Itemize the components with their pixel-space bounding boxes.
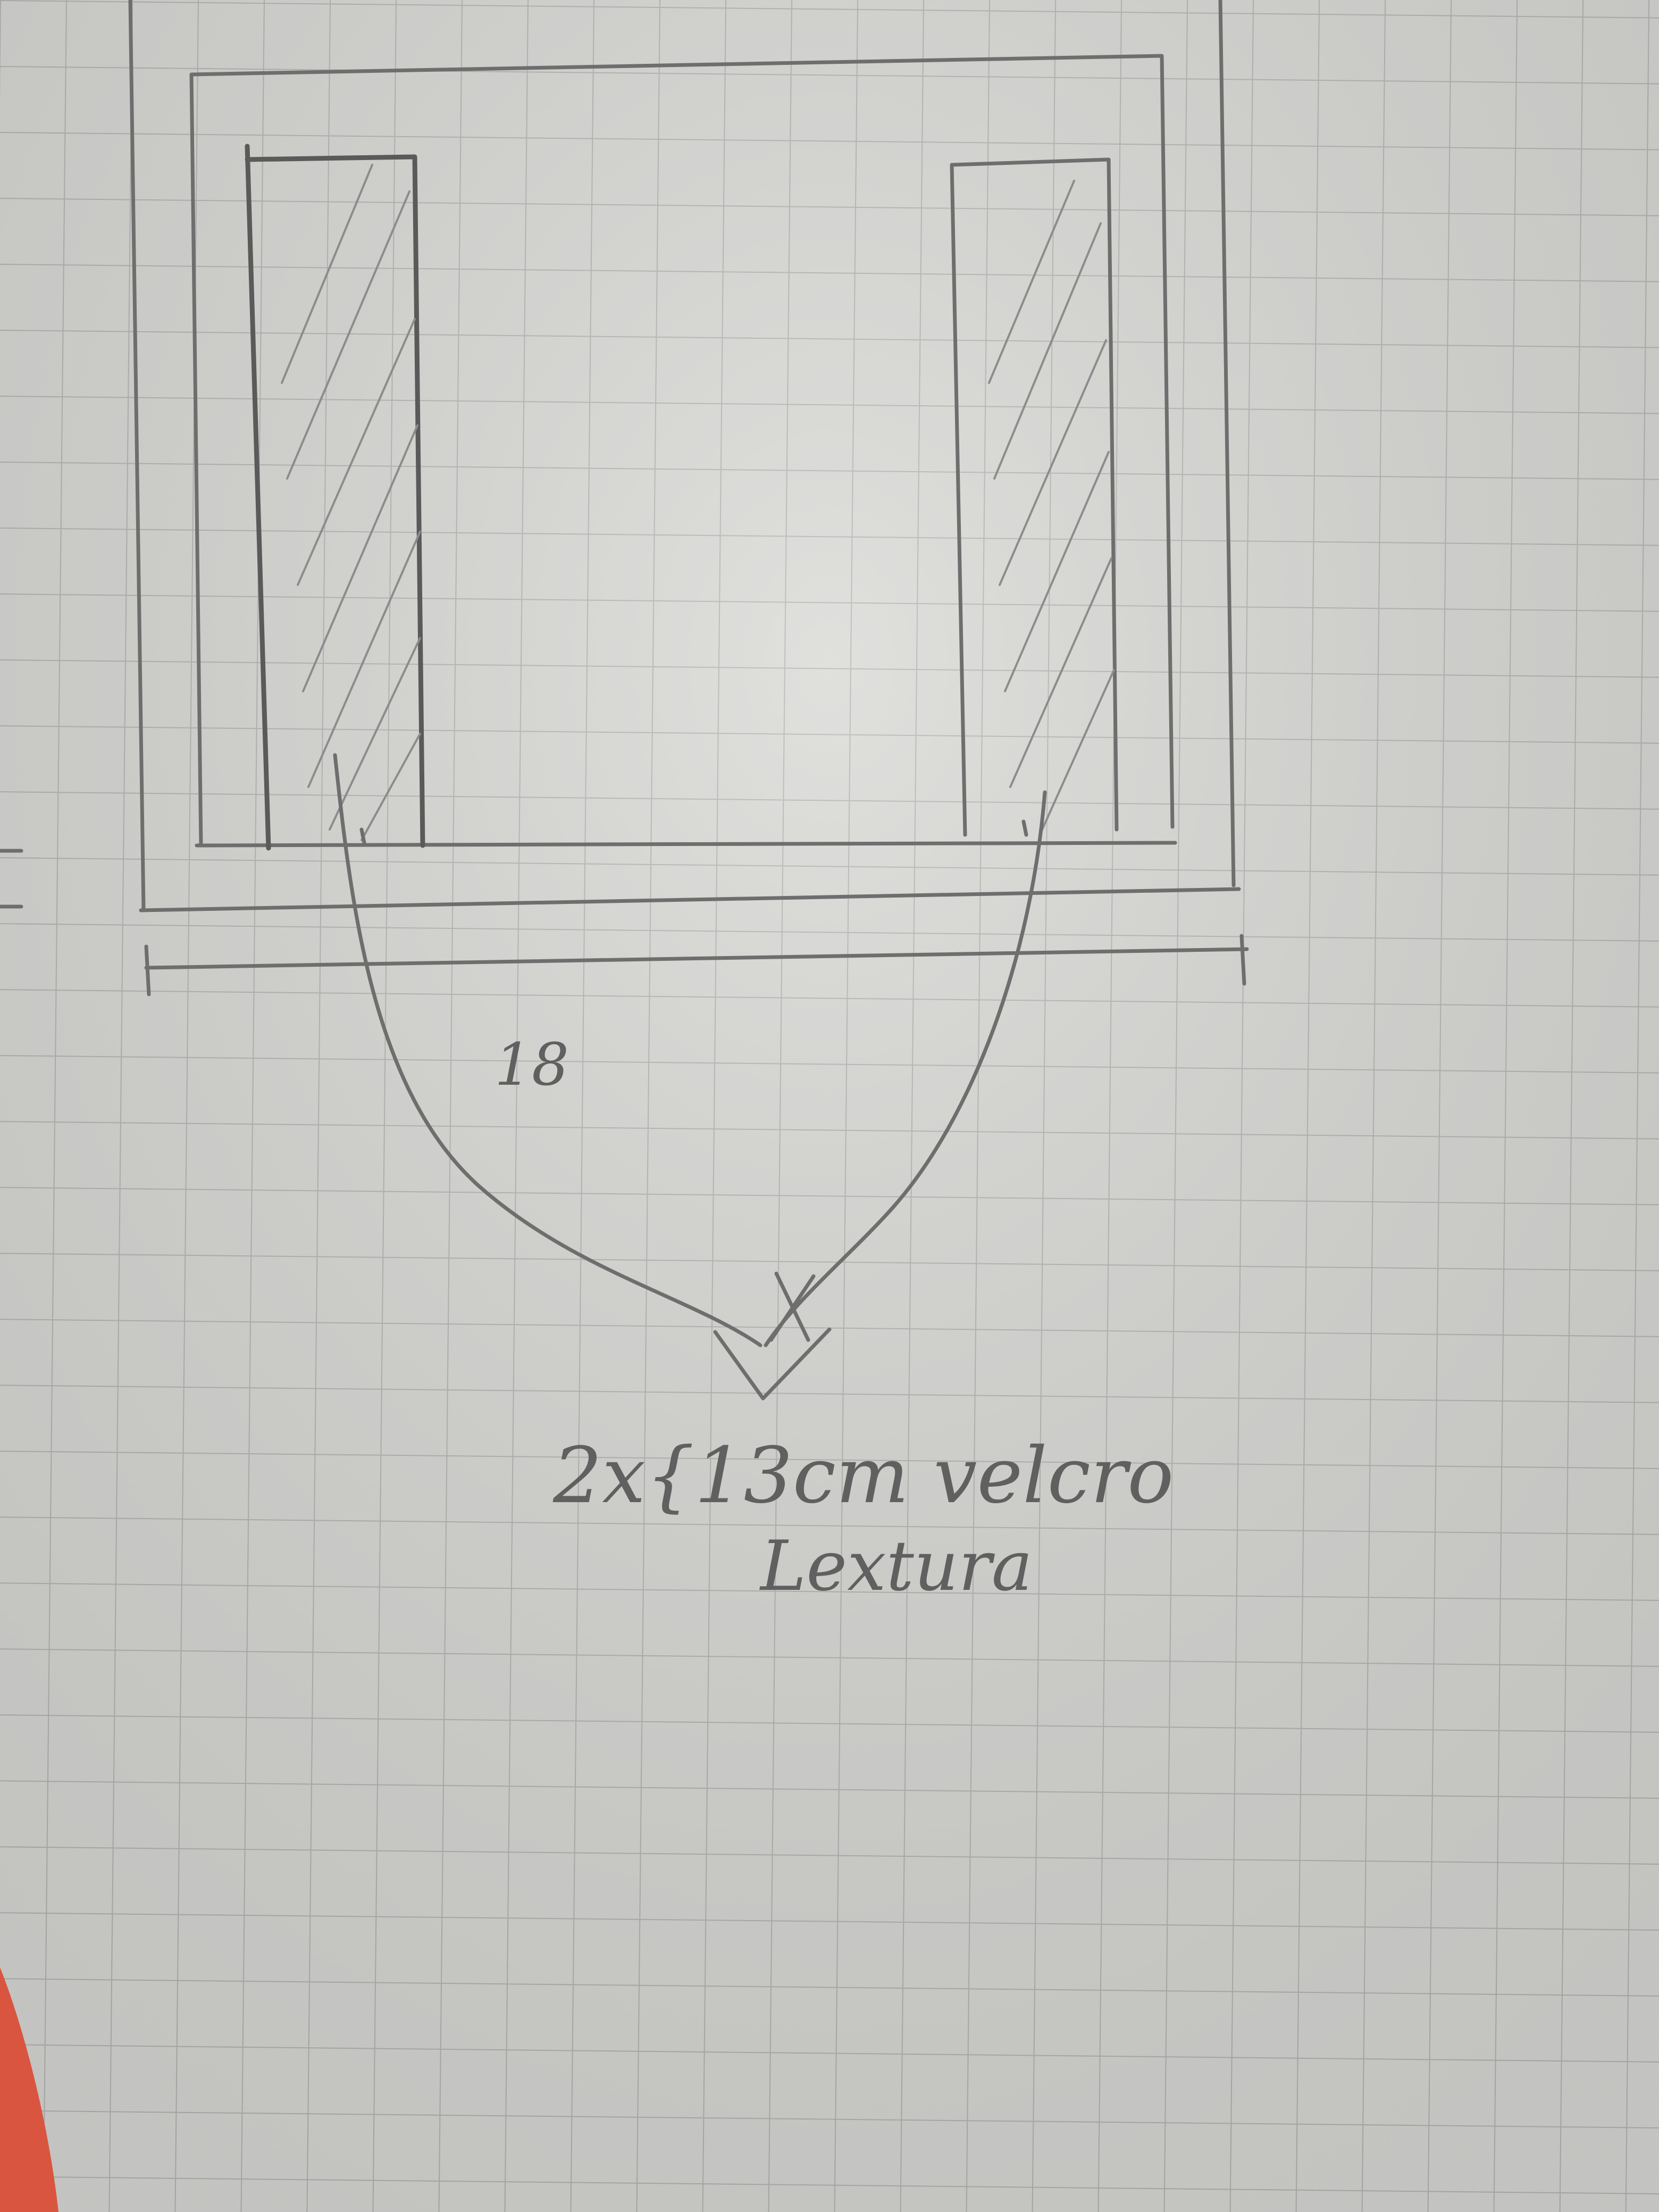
dimension-line [144,934,1249,996]
left-strap-hatching [281,164,421,841]
frame-base-line [139,887,1241,912]
left-strap-outline [245,144,425,851]
finger-corner [0,1967,58,2212]
inner-base-line [195,841,1177,848]
cross-mark [769,1271,816,1342]
annotation-line-2: Lextura [759,1526,1033,1606]
left-leader-curve [333,753,763,1347]
right-leader-curve [764,790,1047,1347]
arrow-head [713,1327,832,1401]
annotation-line-1: 2x{13cm velcro [552,1431,1174,1521]
margin-mark [0,849,23,909]
right-strap-outline [950,157,1119,837]
inner-frame [189,54,1175,848]
strap-ticks [359,819,1028,845]
right-strap-hatching [988,180,1115,831]
outer-frame [128,0,1236,911]
dimension-label: 18 [495,1030,569,1099]
